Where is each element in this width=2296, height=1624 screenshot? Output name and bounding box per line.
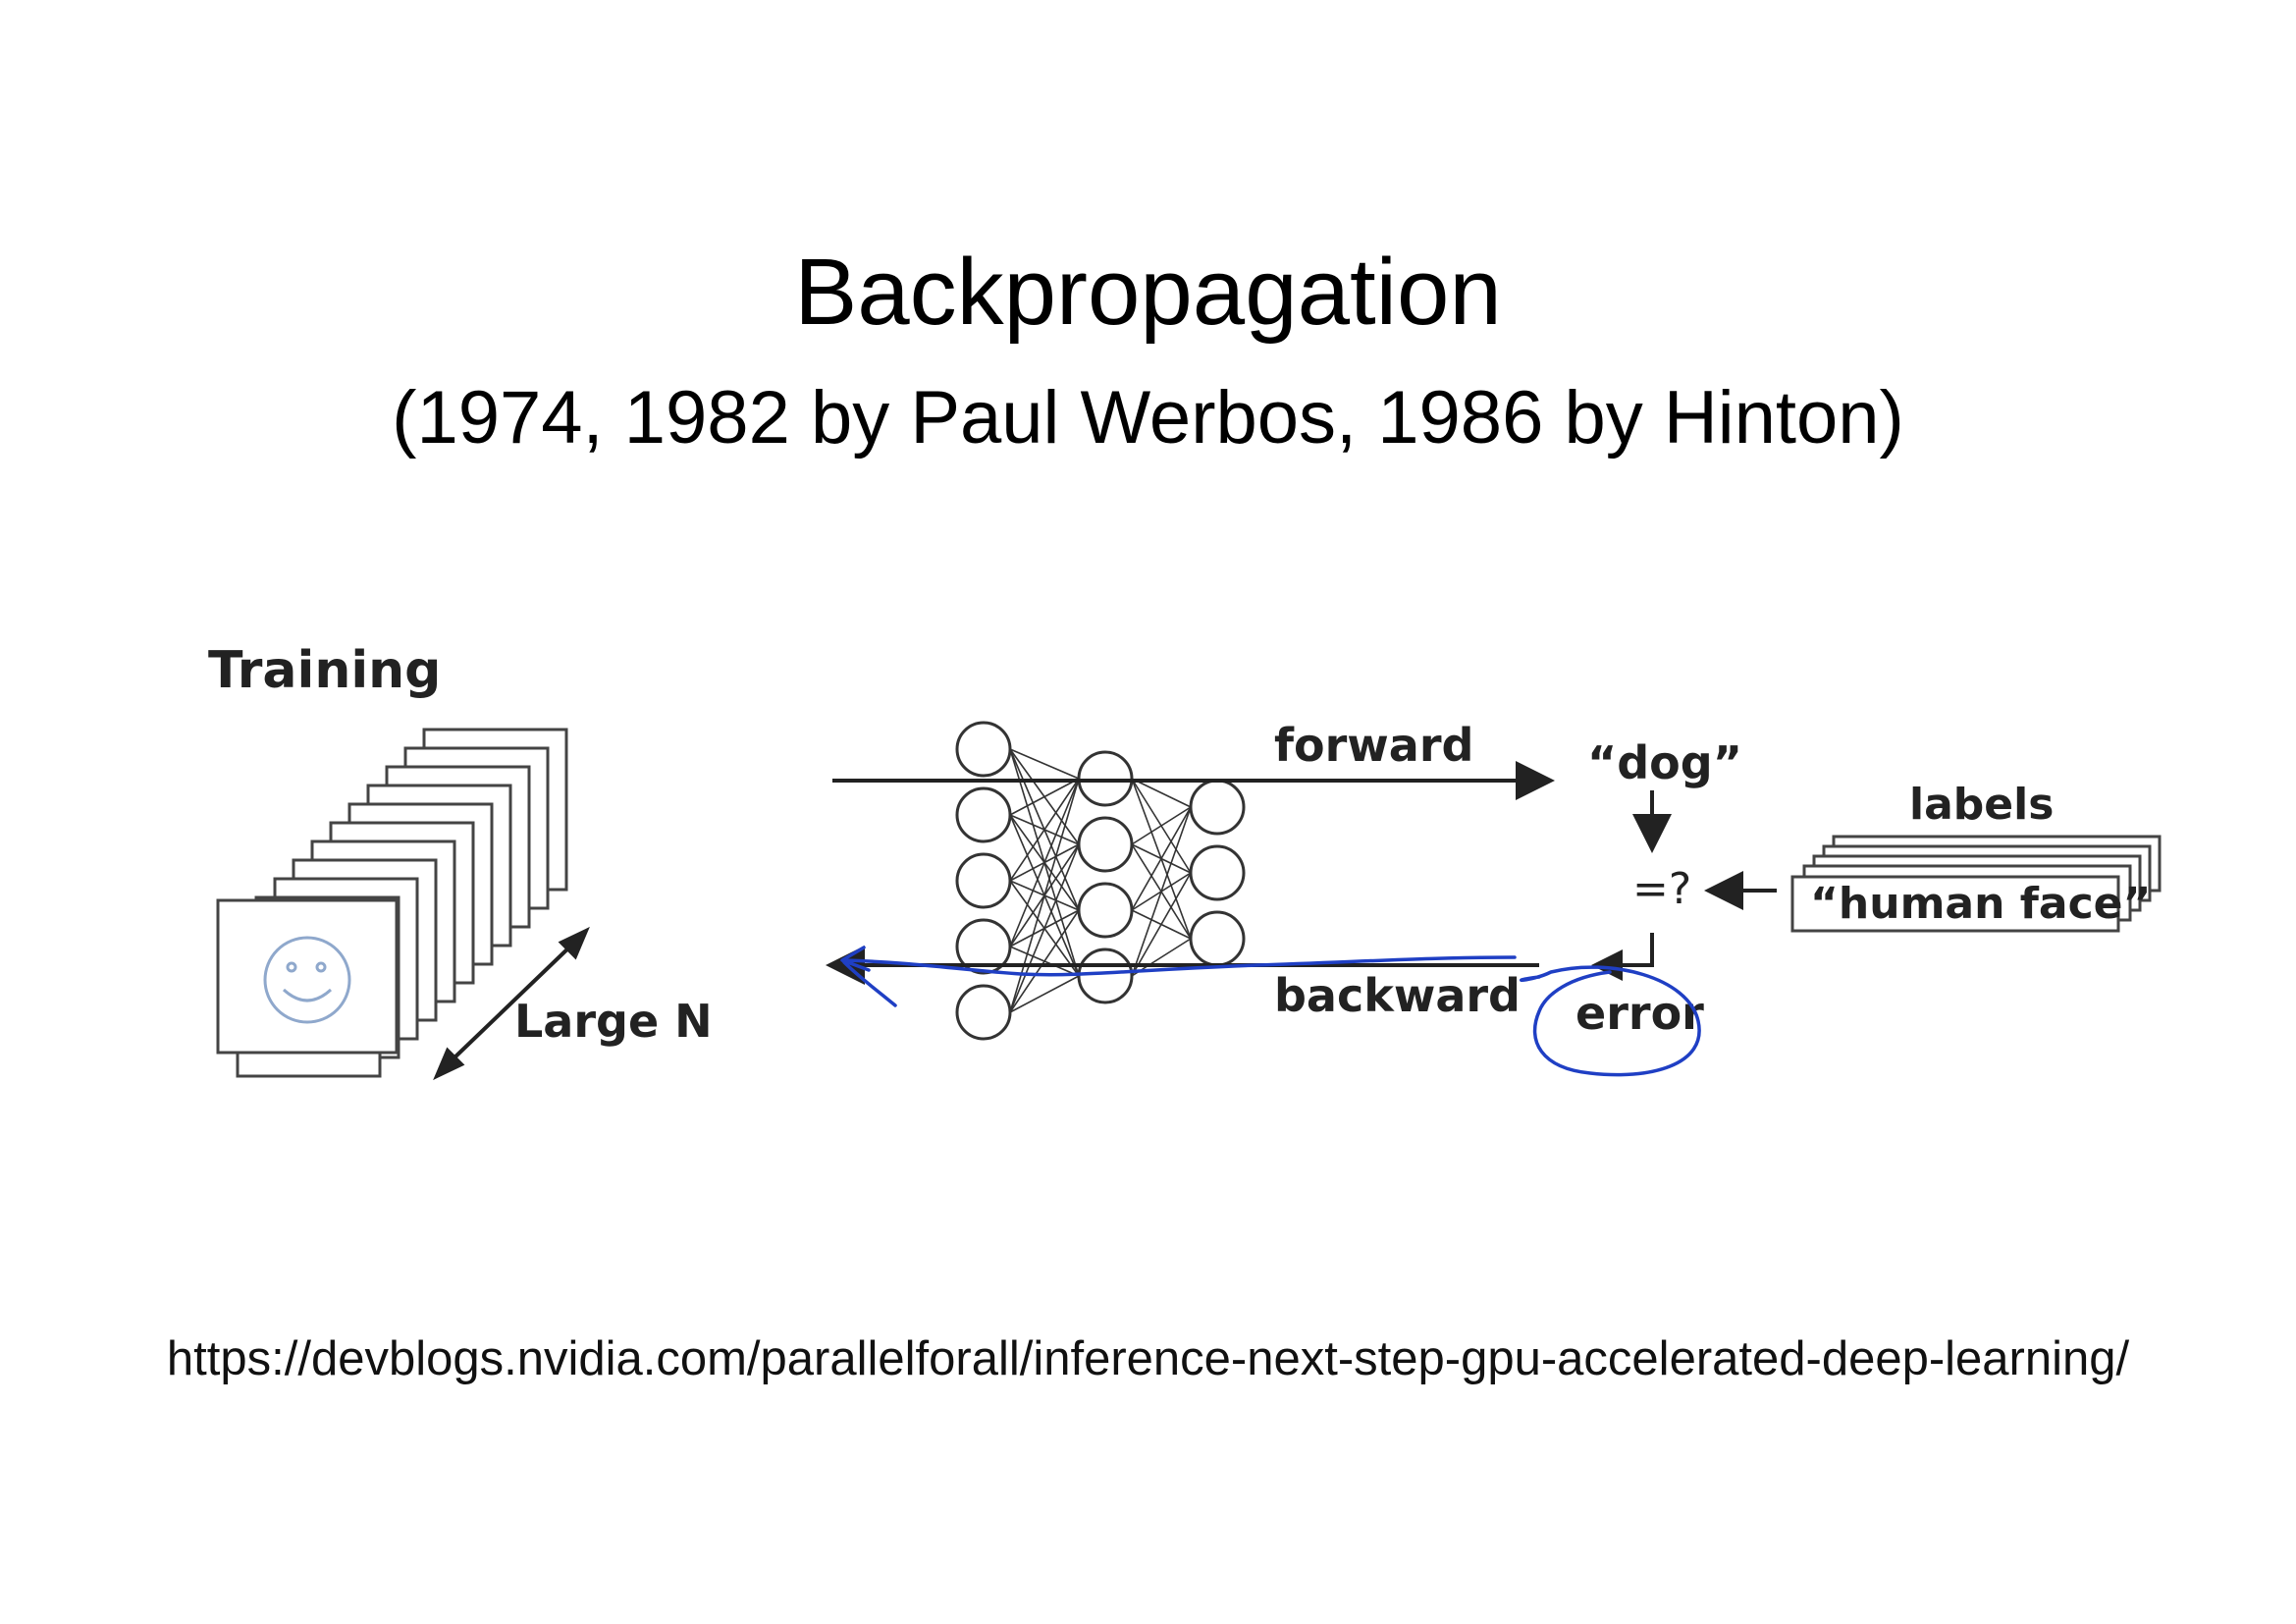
network-connection <box>1009 748 1080 780</box>
network-connection <box>1131 778 1192 808</box>
network-connection <box>1131 806 1192 845</box>
network-connection <box>1009 909 1080 1013</box>
backward-label: backward <box>1274 969 1521 1022</box>
labels-header: labels <box>1909 780 2054 830</box>
forward-label: forward <box>1274 719 1473 772</box>
network-node <box>955 852 1012 909</box>
network-connection <box>1009 975 1080 1013</box>
handwritten-error-circle <box>1520 965 1701 1077</box>
network-node <box>1077 947 1134 1004</box>
compare-label: =? <box>1632 864 1691 914</box>
network-connection <box>1131 872 1192 977</box>
training-label: Training <box>208 641 441 700</box>
network-node <box>1077 816 1134 873</box>
network-node <box>955 786 1012 843</box>
label-example: “human face” <box>1810 879 2151 929</box>
training-image-stack <box>216 728 568 1078</box>
handwritten-backward-arrow <box>840 946 1517 1007</box>
slide-title: Backpropagation <box>794 240 1502 345</box>
network-connection <box>1009 778 1080 882</box>
source-url: https://devblogs.nvidia.com/parallelfora… <box>166 1332 2130 1385</box>
network-node <box>955 984 1012 1041</box>
network-connection <box>1009 778 1080 947</box>
label-card-stack <box>1790 835 2162 933</box>
network-node <box>955 918 1012 975</box>
network-node <box>1189 779 1246 836</box>
network-node <box>1189 910 1246 967</box>
error-label: error <box>1575 987 1704 1040</box>
prediction-label: “dog” <box>1587 736 1742 789</box>
network-connection <box>1131 806 1192 977</box>
large-n-arrow <box>433 926 590 1081</box>
label-card-front <box>1790 875 2120 933</box>
network-connection <box>1131 806 1192 911</box>
neural-network <box>955 721 1246 1041</box>
training-image-front <box>216 898 399 1055</box>
smiley-face-icon <box>263 936 351 1024</box>
network-connection <box>1009 778 1080 816</box>
network-connection <box>1009 843 1080 1013</box>
network-node <box>1189 844 1246 901</box>
slide-subtitle: (1974, 1982 by Paul Werbos, 1986 by Hint… <box>392 376 1904 460</box>
network-node <box>1077 882 1134 939</box>
network-node <box>955 721 1012 778</box>
large-n-label: Large N <box>514 995 713 1048</box>
compare-to-error-arrow <box>1591 933 1654 981</box>
